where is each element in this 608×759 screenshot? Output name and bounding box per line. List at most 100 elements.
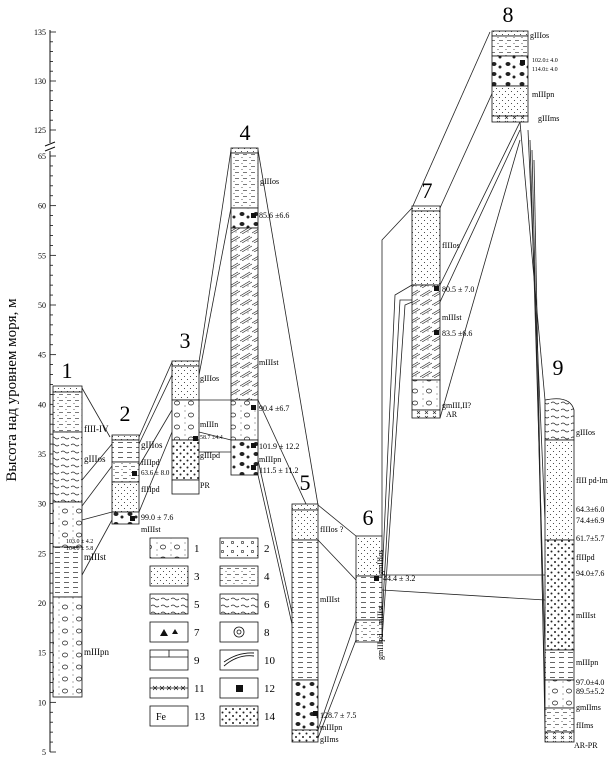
column-8-number: 8 bbox=[503, 2, 514, 27]
legend-swatch-3 bbox=[149, 565, 189, 587]
column-9-label-7: mIIIst bbox=[576, 611, 596, 620]
legend-number-8: 8 bbox=[264, 627, 270, 639]
column-3-label-0: gIIIos bbox=[200, 374, 219, 383]
tick-label: 20 bbox=[38, 599, 46, 608]
column-3-label-4: PR bbox=[200, 481, 210, 490]
column-5-label-3: mIIIpn bbox=[320, 723, 342, 732]
legend-number-14: 14 bbox=[264, 711, 276, 723]
column-6-label-0: gmIIIos bbox=[376, 550, 385, 575]
column-2-label-2: 63.6 ± 8.0 bbox=[141, 469, 170, 477]
column-9-label-9: 97.0±4.0 bbox=[576, 678, 604, 687]
frost-cross bbox=[173, 685, 179, 691]
column-1-label-3: 104.0 ± 5.8 bbox=[66, 546, 93, 552]
column-6: 6 gmIIIos 44.4 ± 3.2 mIIIst gmIIIpd bbox=[355, 505, 415, 660]
column-9-label-2: 64.3±6.0 bbox=[576, 505, 604, 514]
column-7-label-5: AR bbox=[446, 410, 458, 419]
column-5-label-0: fIIIos ? bbox=[320, 525, 344, 534]
column-1-number: 1 bbox=[62, 358, 73, 383]
legend-number-9: 9 bbox=[194, 655, 200, 667]
frost-cross bbox=[152, 685, 158, 691]
legend-swatch-6 bbox=[219, 593, 259, 615]
column-9-label-3: 74.4±6.9 bbox=[576, 516, 604, 525]
tick-label: 40 bbox=[38, 400, 46, 409]
legend-number-13: 13 bbox=[194, 711, 206, 723]
legend-swatch-4 bbox=[219, 565, 259, 587]
column-2-label-0: gIIIos bbox=[141, 440, 163, 450]
column-5-label-4: gIIms bbox=[320, 735, 339, 744]
legend-number-11: 11 bbox=[194, 683, 205, 695]
tick-label: 60 bbox=[38, 202, 46, 211]
column-9-label-8: mIIIpn bbox=[576, 658, 598, 667]
tick-label: 45 bbox=[38, 351, 46, 360]
legend-number-12: 12 bbox=[264, 683, 275, 695]
column-3-label-1: mIIIn bbox=[200, 420, 218, 429]
column-1-label-0: fIII-IV bbox=[84, 424, 109, 434]
column-7-label-1: 80.5 ± 7.0 bbox=[442, 285, 474, 294]
column-9-label-1: fIII pd-lm bbox=[576, 476, 608, 485]
column-4-number: 4 bbox=[240, 120, 251, 145]
column-1: 1 fIII-IV gIIIos 103.0 ± 4.2 104.0 ± 5.8… bbox=[52, 358, 109, 698]
column-9-label-13: AR-PR bbox=[574, 741, 598, 750]
column-3-label-2: 58.7 ±4.4 bbox=[200, 435, 223, 441]
gastropod-symbol-inner bbox=[236, 629, 242, 635]
column-4-label-3: 90.4 ±6.7 bbox=[259, 404, 289, 413]
column-5: 5 fIIIos ? mIIIst 128.7 ± 7.5 mIIIpn gII… bbox=[291, 470, 356, 744]
column-6-label-3: gmIIIpd bbox=[376, 634, 385, 660]
column-8-label-2: 114.0± 4.0 bbox=[532, 67, 558, 73]
gastropod-symbol bbox=[233, 626, 245, 638]
column-1-label-4: mIIIst bbox=[84, 552, 106, 562]
legend-swatch-1 bbox=[149, 537, 189, 559]
legend-number-5: 5 bbox=[194, 599, 200, 611]
column-7-label-0: fIIIos bbox=[442, 241, 460, 250]
legend-number-4: 4 bbox=[264, 571, 270, 583]
column-4-label-6: 111.5 ± 11.2 bbox=[259, 466, 299, 475]
column-9-label-10: 89.5±5.2 bbox=[576, 687, 604, 696]
column-8-label-0: gIIIos bbox=[530, 31, 549, 40]
column-2-label-1: fIIIpd bbox=[141, 458, 160, 467]
frost-cross bbox=[159, 685, 165, 691]
column-3-label-3: gIIIpd bbox=[200, 451, 220, 460]
tick-label: 125 bbox=[34, 126, 46, 135]
legend-swatch-7 bbox=[149, 621, 189, 643]
legend-swatch-14 bbox=[219, 705, 259, 727]
column-9-label-11: gmIIms bbox=[576, 703, 601, 712]
tick-label: 5 bbox=[42, 748, 46, 757]
legend-text-13: Fe bbox=[156, 712, 167, 723]
legend-number-10: 10 bbox=[264, 655, 276, 667]
column-5-number: 5 bbox=[300, 470, 311, 495]
column-5-label-2: 128.7 ± 7.5 bbox=[320, 711, 356, 720]
column-2-label-4: 99.0 ± 7.6 bbox=[141, 513, 173, 522]
column-9-number: 9 bbox=[553, 355, 564, 380]
column-7: 7 fIIIos 80.5 ± 7.0 mIIIst 83.5 ±6.6 gmI… bbox=[411, 178, 474, 419]
column-7-label-3: 83.5 ±6.6 bbox=[442, 329, 472, 338]
column-7-number: 7 bbox=[422, 178, 433, 203]
column-4-label-4: 101.9 ± 12.2 bbox=[259, 442, 299, 451]
column-3: 3 gIIIos mIIIn 58.7 ±4.4 gIIIpd PR bbox=[171, 328, 223, 495]
tick-label: 30 bbox=[38, 500, 46, 509]
legend-swatch-5 bbox=[149, 593, 189, 615]
column-2-label-3: fIIIpd bbox=[141, 485, 160, 494]
column-9-label-4: 61.7±5.7 bbox=[576, 534, 604, 543]
column-7-label-4: gmIII,II? bbox=[442, 401, 472, 410]
column-1-label-5: mIIIpn bbox=[84, 647, 109, 657]
column-8-label-3: mIIIpn bbox=[532, 90, 554, 99]
tick-label: 135 bbox=[34, 28, 46, 37]
tick-label: 15 bbox=[38, 649, 46, 658]
column-6-label-1: 44.4 ± 3.2 bbox=[383, 574, 415, 583]
legend-swatch-2 bbox=[219, 537, 259, 559]
column-4-label-2: mIIIst bbox=[259, 358, 279, 367]
column-4-label-5: mIIIpn bbox=[259, 455, 281, 464]
column-3-number: 3 bbox=[180, 328, 191, 353]
tick-label: 55 bbox=[38, 251, 46, 260]
column-9-label-6: 94.0±7.6 bbox=[576, 569, 604, 578]
column-9: 9 gIIIos fIII pd-lm 64.3±6.0 74.4±6.9 61… bbox=[544, 355, 608, 750]
tick-label: 10 bbox=[38, 698, 46, 707]
shell-symbol bbox=[160, 629, 178, 636]
cross-bedding-symbol bbox=[223, 652, 255, 667]
y-axis-label: Высота над уровнем моря, м bbox=[4, 298, 20, 482]
column-8-label-1: 102.0± 4.0 bbox=[532, 58, 558, 64]
legend-swatch-13 bbox=[149, 705, 189, 727]
